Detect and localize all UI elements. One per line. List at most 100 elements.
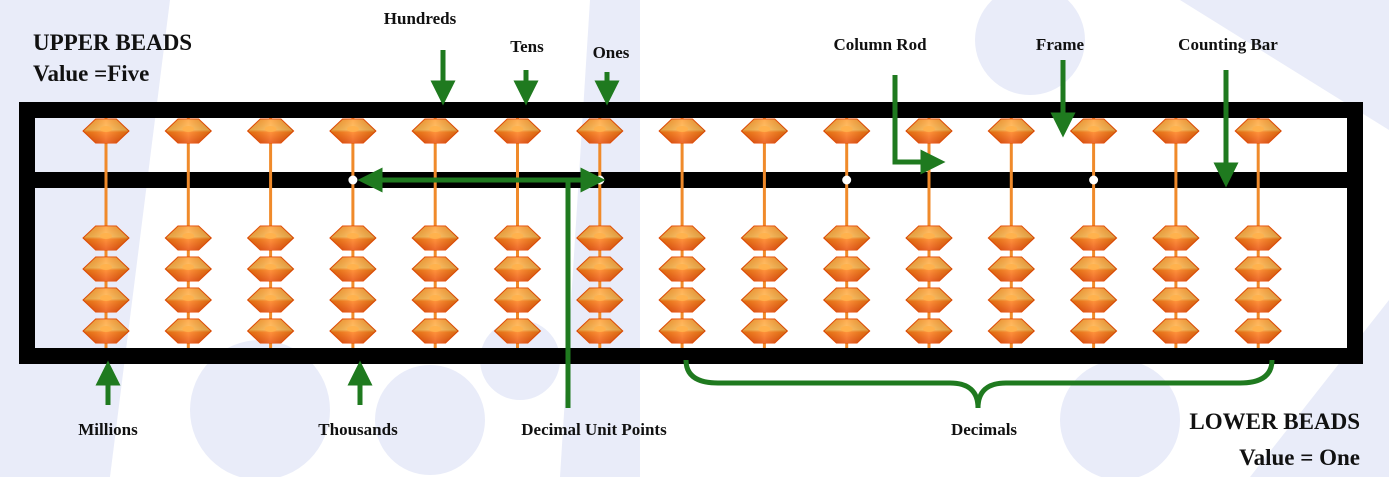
lower-bead [740,225,789,251]
lower-bead [822,256,871,282]
lower-bead [1234,256,1282,282]
upper-bead [1152,118,1200,144]
upper-bead [658,118,706,144]
lower-bead [576,256,624,282]
counting-bar-label: Counting Bar [1178,35,1278,54]
lower-beads-title: LOWER BEADS [1189,409,1360,434]
beads [82,118,1282,344]
lower-bead [1234,225,1282,251]
upper-bead [740,118,789,144]
lower-bead [905,256,953,282]
lower-bead [82,287,130,313]
decimals-brace [683,359,1275,409]
upper-bead [1069,118,1118,144]
lower-bead [329,287,377,313]
lower-bead [905,287,953,313]
lower-bead [1069,256,1118,282]
ones-label: Ones [592,43,630,62]
upper-bead [82,118,130,144]
upper-bead [493,118,542,144]
lower-bead [1152,318,1200,344]
lower-bead [576,225,624,251]
millions-label: Millions [78,420,138,439]
decimal-unit-points-label: Decimal Unit Points [521,420,667,439]
lower-bead [493,225,542,251]
lower-bead [329,256,377,282]
lower-bead [493,318,542,344]
thousands-label: Thousands [318,420,398,439]
frame-label: Frame [1035,35,1085,54]
upper-bead [905,118,953,144]
lower-bead [411,225,459,251]
lower-bead [658,287,706,313]
upper-bead [246,118,295,144]
abacus-frame [19,102,1363,364]
upper-bead [576,118,624,144]
upper-bead [164,118,213,144]
lower-bead [740,256,789,282]
upper-bead [822,118,871,144]
lower-bead [246,287,295,313]
lower-bead [246,318,295,344]
lower-bead [411,287,459,313]
lower-bead [82,256,130,282]
lower-bead [246,256,295,282]
lower-bead [658,225,706,251]
lower-bead [1234,318,1282,344]
decimal-unit-point [348,175,358,185]
upper-bead [1234,118,1282,144]
lower-bead [493,287,542,313]
lower-bead [1152,287,1200,313]
lower-bead [658,318,706,344]
lower-bead [576,287,624,313]
lower-bead [1234,287,1282,313]
lower-bead [329,318,377,344]
lower-bead [1152,225,1200,251]
lower-bead [164,318,213,344]
lower-bead [987,256,1036,282]
lower-bead [822,318,871,344]
lower-beads-value: Value = One [1239,445,1360,470]
hundreds-label: Hundreds [383,9,457,28]
lower-bead [740,287,789,313]
decimals-label: Decimals [950,420,1018,439]
counting-bar [27,172,1355,188]
upper-beads-title: UPPER BEADS [33,30,193,55]
lower-bead [822,287,871,313]
lower-bead [1069,318,1118,344]
lower-bead [82,225,130,251]
lower-bead [1152,256,1200,282]
lower-bead [576,318,624,344]
lower-bead [493,256,542,282]
decimal-unit-point [842,175,852,185]
upper-bead [411,118,459,144]
lower-bead [658,256,706,282]
lower-bead [822,225,871,251]
lower-bead [905,225,953,251]
lower-bead [82,318,130,344]
annotation-arrows [95,50,1275,409]
upper-bead [987,118,1036,144]
lower-bead [987,225,1036,251]
lower-bead [411,256,459,282]
lower-bead [740,318,789,344]
lower-bead [164,287,213,313]
column-rod-label: Column Rod [833,35,927,54]
column-rod-arrow [892,75,946,175]
decimal-unit-point [1089,175,1099,185]
lower-bead [1069,225,1118,251]
lower-bead [987,318,1036,344]
lower-bead [164,256,213,282]
upper-beads-value: Value =Five [33,61,150,86]
tens-label: Tens [510,37,544,56]
lower-bead [411,318,459,344]
lower-bead [246,225,295,251]
upper-bead [329,118,377,144]
lower-bead [987,287,1036,313]
lower-bead [1069,287,1118,313]
lower-bead [164,225,213,251]
lower-bead [905,318,953,344]
lower-bead [329,225,377,251]
